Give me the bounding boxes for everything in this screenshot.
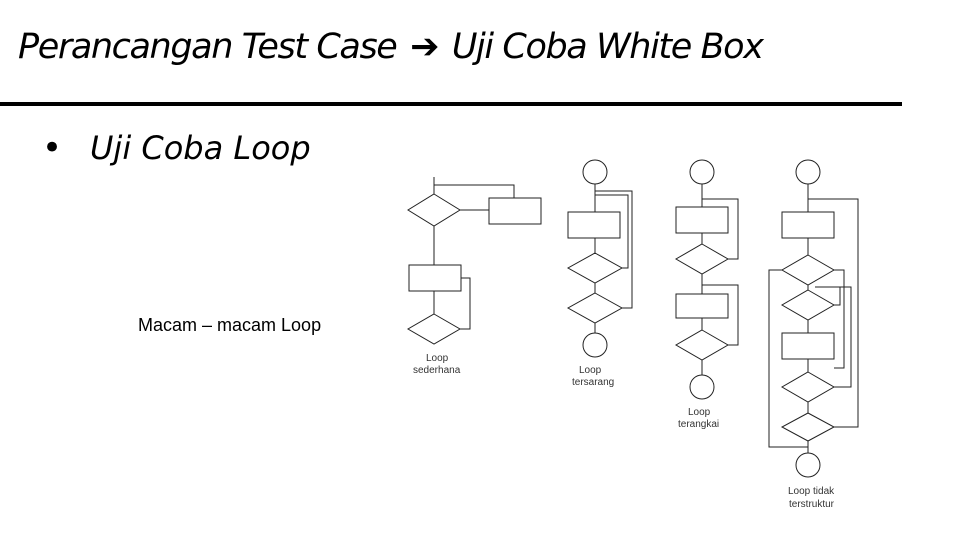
decision-diamond: [674, 329, 730, 361]
decision-diamond: [407, 193, 461, 227]
concatenated-loop-diagram: Loop terangkai: [674, 159, 739, 430]
decision-diamond: [406, 313, 462, 345]
start-node: [689, 159, 715, 185]
bullet-point-icon: •: [42, 128, 63, 168]
end-node: [582, 332, 608, 358]
decision-diamond: [566, 252, 624, 284]
process-box: [567, 211, 621, 239]
bullet-text: Uji Coba Loop: [90, 129, 311, 167]
process-box: [488, 197, 542, 225]
label-line1: Loop: [426, 353, 449, 364]
label-line2: tersarang: [572, 377, 614, 388]
unstructured-loop-diagram: Loop tidak terstruktur: [768, 159, 859, 510]
loop-types-figure: Loop sederhana Loop tersarang: [396, 147, 877, 521]
nested-loop-diagram: Loop tersarang: [566, 159, 633, 388]
right-arrow-icon: ➔: [410, 27, 439, 67]
end-node: [689, 374, 715, 400]
process-box: [781, 211, 835, 239]
decision-diamond: [780, 254, 836, 286]
end-node: [795, 452, 821, 478]
decision-diamond: [674, 243, 730, 275]
simple-loop-diagram: Loop sederhana: [406, 177, 542, 376]
label-line2: sederhana: [413, 365, 461, 376]
process-box: [675, 293, 729, 319]
label-line2: terstruktur: [789, 499, 835, 510]
decision-diamond: [566, 292, 624, 324]
slide-title: Perancangan Test Case ➔ Uji Coba White B…: [18, 27, 764, 67]
decision-diamond: [780, 289, 836, 321]
decision-diamond: [780, 371, 836, 403]
title-right-text: Uji Coba White Box: [451, 27, 764, 67]
process-box: [408, 264, 462, 292]
title-left-text: Perancangan Test Case: [18, 27, 398, 67]
label-line1: Loop: [579, 365, 602, 376]
start-node: [795, 159, 821, 185]
label-line2: terangkai: [678, 419, 719, 430]
start-node: [582, 159, 608, 185]
title-underline: [0, 102, 902, 106]
process-box: [781, 332, 835, 360]
decision-diamond: [780, 412, 836, 442]
label-line1: Loop: [688, 407, 711, 418]
figure-caption: Macam – macam Loop: [138, 315, 322, 335]
label-line1: Loop tidak: [788, 486, 835, 497]
process-box: [675, 206, 729, 234]
